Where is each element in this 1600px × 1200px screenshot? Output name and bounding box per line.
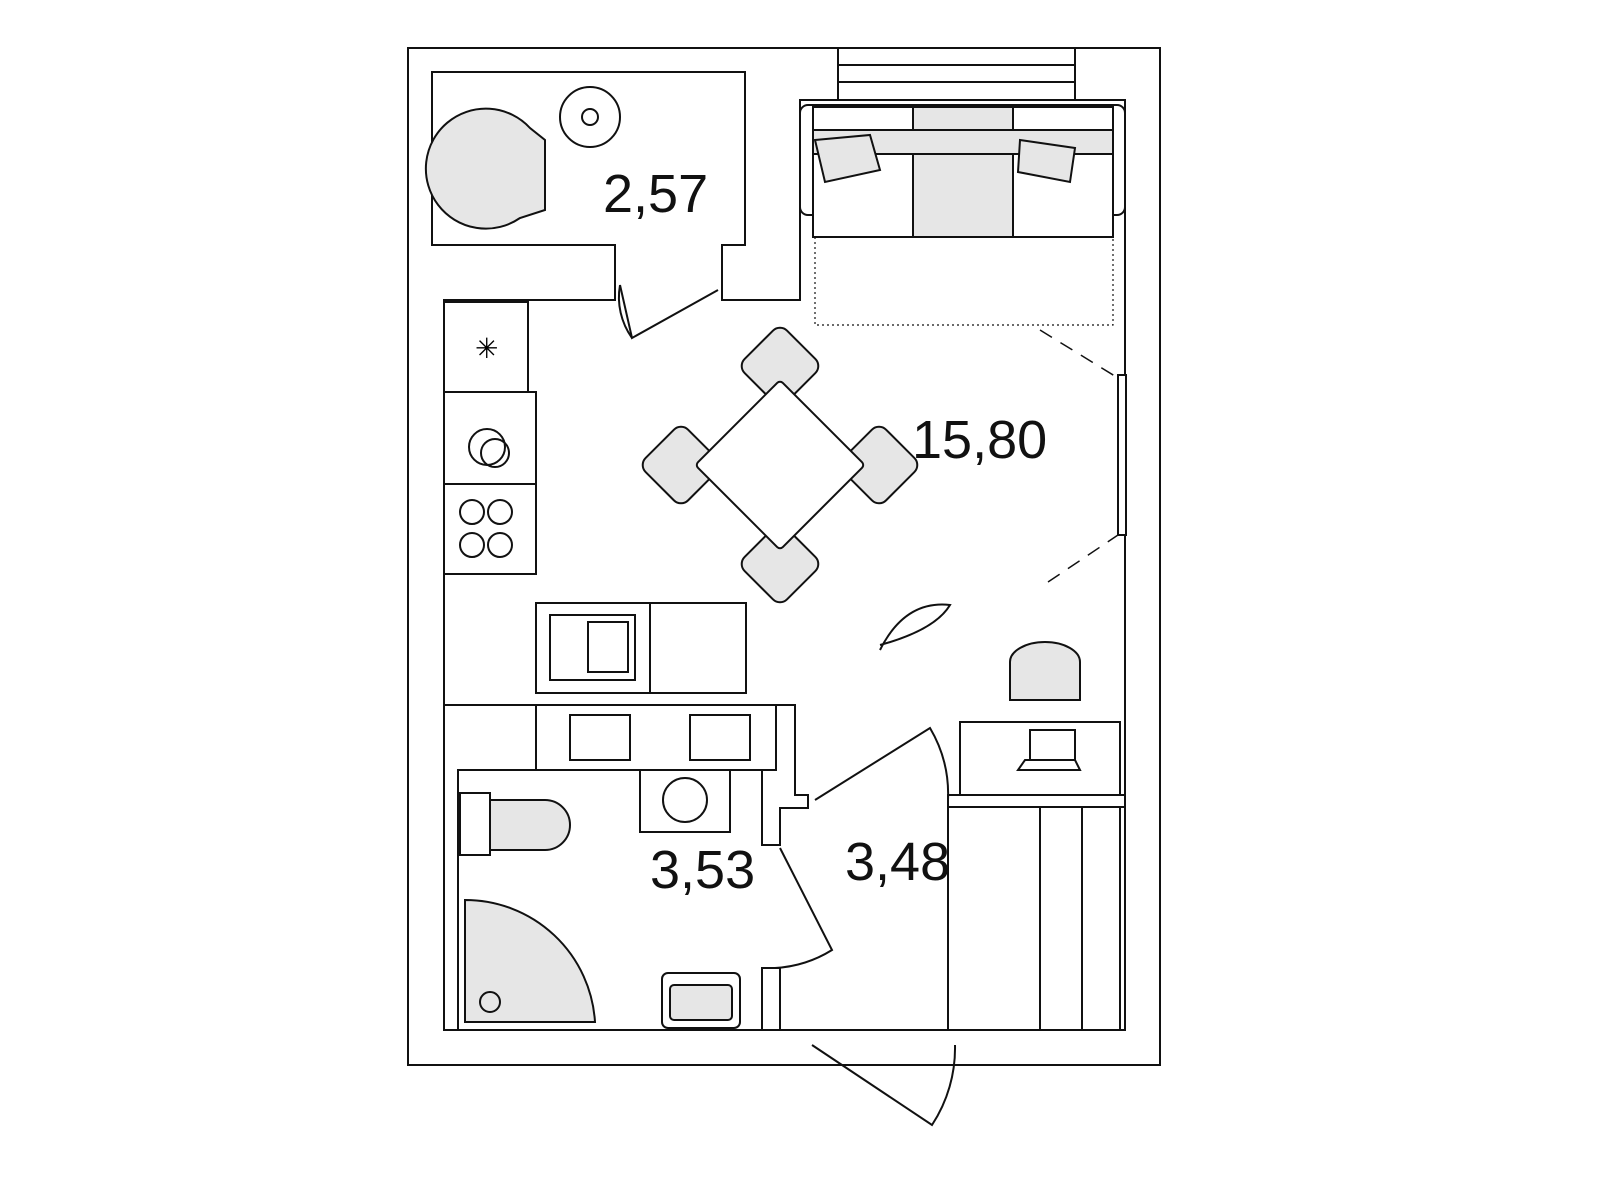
hallway-area: 3,48	[845, 832, 950, 892]
balcony-table	[559, 86, 621, 148]
shower	[464, 898, 597, 1023]
kitchen: ✳	[443, 301, 777, 833]
living-room-area: 15,80	[912, 410, 1047, 470]
pot	[1009, 641, 1081, 701]
sofa	[799, 104, 1126, 326]
hallway-fixtures	[879, 603, 1121, 1031]
toilet	[489, 799, 571, 851]
balcony-area: 2,57	[603, 164, 708, 224]
doors	[617, 284, 957, 1127]
window-top	[837, 47, 1076, 101]
dining-table	[641, 326, 919, 604]
cat	[879, 603, 952, 651]
window-right	[1117, 374, 1127, 536]
bathroom-fixtures	[459, 792, 741, 1029]
wardrobe	[1039, 806, 1121, 1031]
bathroom-area: 3,53	[650, 840, 755, 900]
desk	[959, 721, 1121, 796]
balcony-chair	[424, 86, 621, 230]
svg-text:✳: ✳	[475, 332, 498, 365]
